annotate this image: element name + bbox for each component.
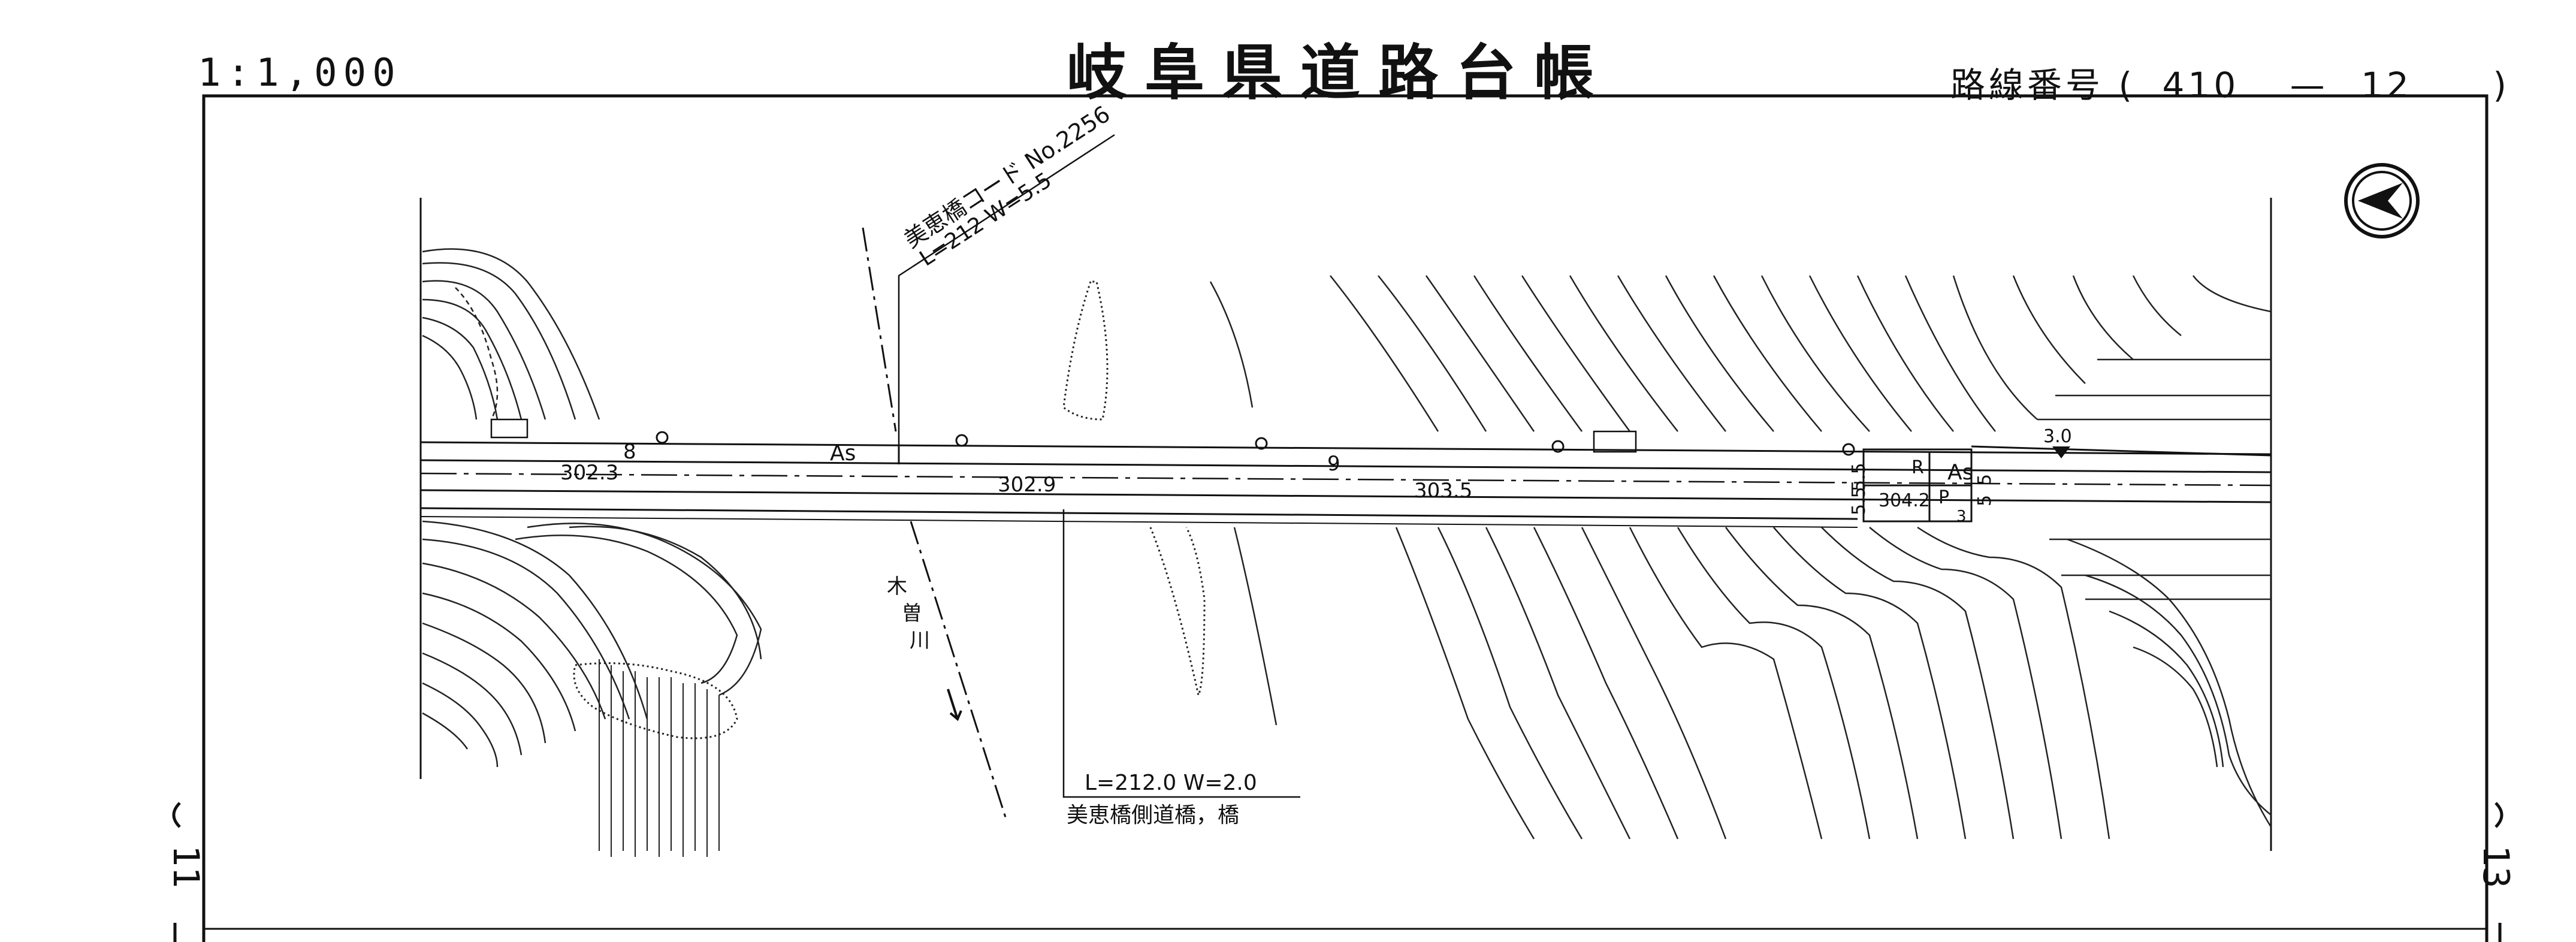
station-9: 9	[1327, 452, 1340, 476]
river-line-upper	[862, 227, 897, 432]
route-number-sub: 12	[2361, 65, 2412, 105]
next-page-number: 13	[2475, 845, 2517, 889]
bridge-leader	[898, 134, 1115, 455]
pole-icons	[656, 431, 1855, 456]
stippled-area-left	[573, 662, 738, 739]
structures	[490, 418, 1637, 453]
river-line-lower	[910, 521, 1008, 822]
elevation-3: 303.5	[1414, 479, 1472, 503]
map-scale: 1:1,000	[198, 51, 401, 95]
label-3: 3	[1956, 508, 1967, 526]
side-bridge-name: 美恵橋側道橋，橋	[1067, 803, 1239, 828]
sandbar-upper	[1062, 280, 1109, 421]
elevation-4: 304.2	[1879, 490, 1930, 511]
flow-arrow-icon	[947, 689, 962, 721]
river-char-2: 曽	[902, 602, 922, 626]
road	[420, 441, 2272, 528]
left-page-bracket	[172, 802, 181, 942]
sheet-frame	[202, 94, 2489, 942]
width-2: 5.5	[1849, 487, 1870, 515]
river-char-3: 川	[910, 629, 930, 653]
contours-left	[422, 248, 762, 768]
route-label: 路線番号	[1950, 65, 2104, 105]
side-bridge-leader	[1062, 509, 1300, 798]
right-page-bracket	[2495, 802, 2503, 942]
width-1: 5.5	[1849, 463, 1870, 491]
contours-right	[1330, 275, 2272, 840]
road-centerline	[420, 472, 2272, 487]
terraces-right	[2037, 358, 2271, 600]
hatched-terrain-left	[599, 659, 720, 857]
label-p: P	[1938, 487, 1949, 508]
station-8: 8	[623, 440, 636, 464]
width-4: 5	[1974, 495, 1995, 506]
level-marker-icon	[2052, 446, 2070, 458]
north-arrow-icon	[2344, 163, 2420, 238]
sandbar-lower	[1149, 527, 1206, 698]
side-bridge-dimensions: L=212.0 W=2.0	[1085, 771, 1257, 795]
elevation-1: 302.3	[560, 461, 618, 485]
elevation-2: 302.9	[998, 473, 1056, 497]
road-end-detail	[1862, 445, 2272, 523]
river-char-1: 木	[887, 575, 907, 599]
bridge-code-label: 美恵橋コード No.2256	[899, 101, 1115, 253]
prev-page-number: 11	[165, 845, 207, 889]
surface-label-left: As	[830, 441, 856, 466]
label-r: R	[1911, 457, 1924, 478]
width-3: 5	[1974, 474, 1995, 485]
route-number-main: 410	[2162, 65, 2240, 105]
surface-label-right: As	[1947, 460, 1973, 485]
marker-3-0: 3.0	[2043, 426, 2072, 447]
